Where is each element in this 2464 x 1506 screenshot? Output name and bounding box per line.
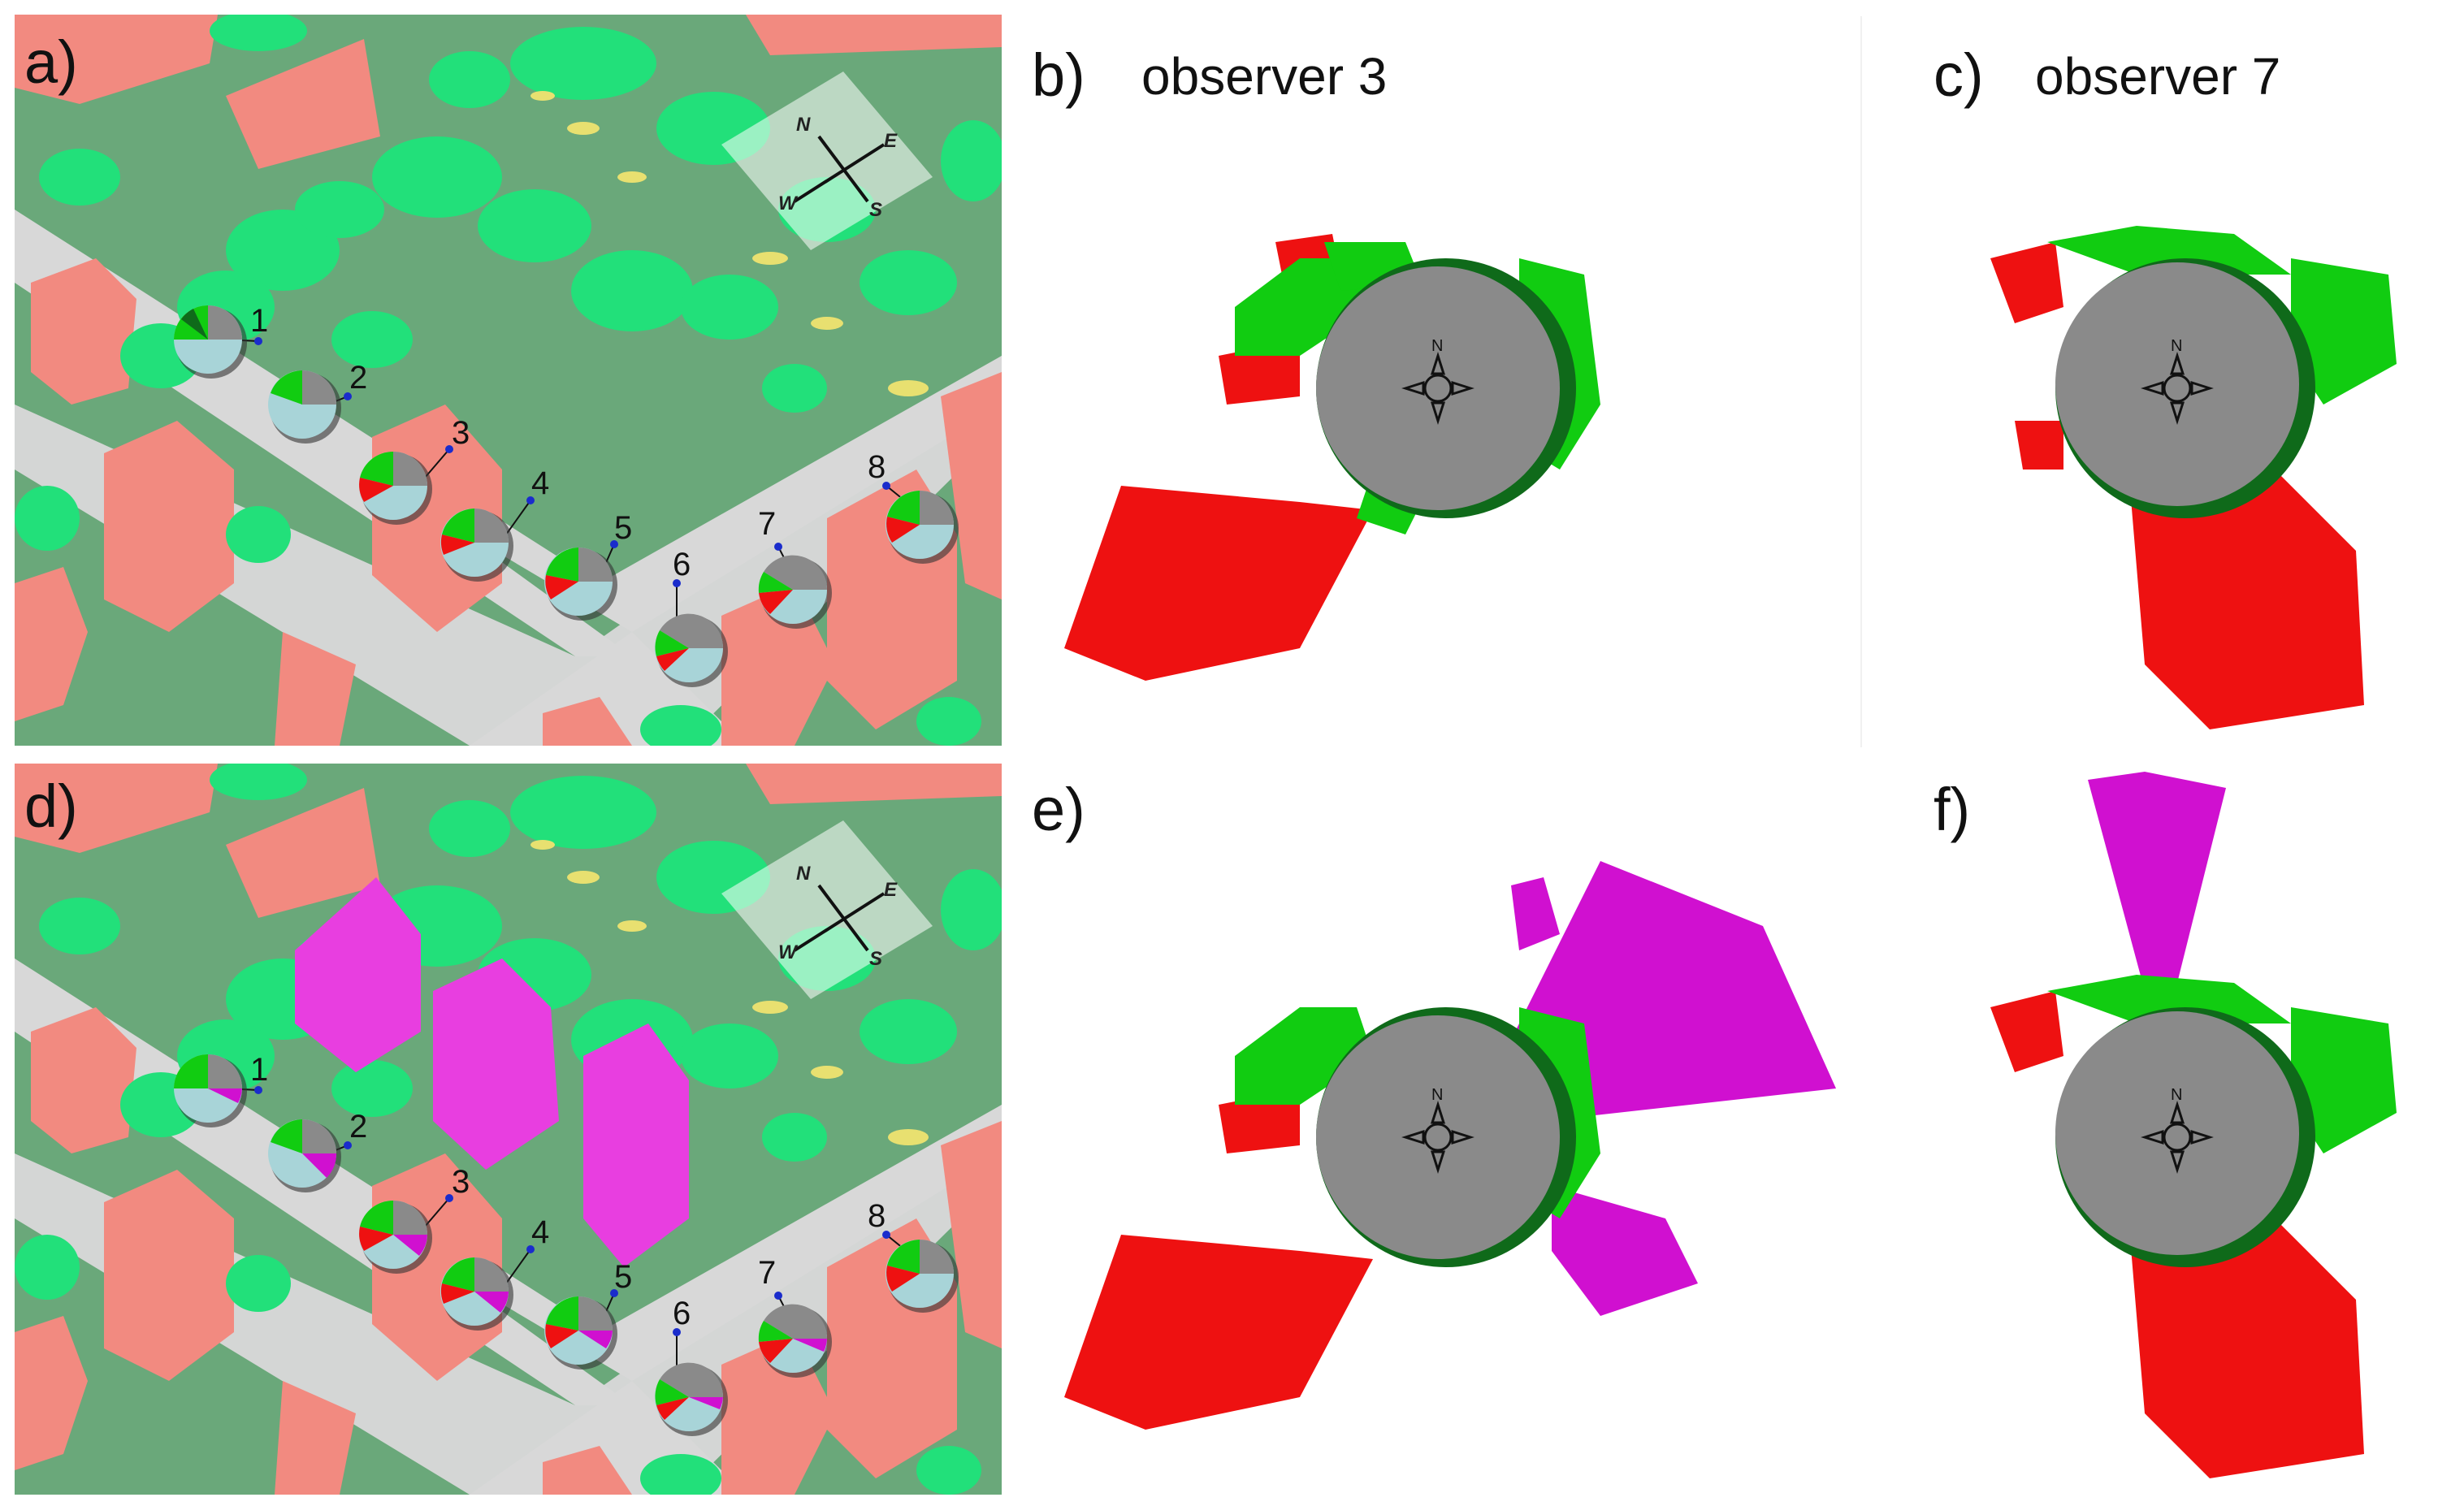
observer-markers-a — [174, 305, 959, 687]
viewshed-f-tree-shapes — [2047, 975, 2397, 1153]
viewshed-f-new-shape — [2088, 772, 2226, 991]
observer-pie-d-6 — [655, 1328, 728, 1436]
viewshed-sky — [1316, 266, 1560, 510]
observer-pie-d-4 — [440, 1245, 535, 1331]
observer-number-d-8: 8 — [868, 1198, 886, 1234]
viewshed-e-sky — [1316, 1015, 1560, 1259]
compass-e-label-d: E — [884, 879, 898, 901]
viewshed-c-graphic: N — [1990, 226, 2397, 729]
observer-number-6: 6 — [673, 547, 691, 582]
observer-number-d-6: 6 — [673, 1296, 691, 1331]
observer-number-d-4: 4 — [531, 1214, 549, 1250]
viewshed-panel-f: f) N — [1869, 764, 2449, 1495]
observer-pie-5 — [544, 540, 618, 621]
viewshed-c-sky — [2055, 262, 2299, 506]
observer-pie-6 — [655, 579, 728, 687]
observer-pie-d-7 — [758, 1292, 832, 1378]
observer-number-d-1: 1 — [250, 1052, 268, 1088]
north-arrow-icon-f — [2141, 1101, 2214, 1174]
observer-number-3: 3 — [452, 415, 470, 451]
panel-c-label: c) — [1934, 41, 1984, 109]
compass-w-label-d: W — [778, 941, 799, 963]
viewshed-c-tree-shapes — [2047, 226, 2397, 405]
observer-pie-8 — [882, 482, 959, 564]
north-arrow-icon-c — [2141, 352, 2214, 425]
viewshed-panel-b: b) observer 3 N — [1032, 15, 1860, 746]
observer-number-1: 1 — [250, 303, 268, 339]
observer-markers-d — [174, 1054, 959, 1436]
observer-number-d-5: 5 — [614, 1259, 632, 1295]
observer-number-7: 7 — [758, 506, 776, 542]
panel-d-label: d) — [24, 772, 78, 840]
observer-pie-d-3 — [359, 1194, 453, 1274]
new-building-1 — [295, 877, 421, 1072]
new-buildings — [295, 877, 689, 1267]
observer-number-d-7: 7 — [758, 1255, 776, 1291]
north-label-c: N — [2171, 337, 2182, 355]
panel-e-label: e) — [1032, 776, 1085, 843]
compass-w-label: W — [778, 193, 799, 214]
map-panel-d: N E S W — [15, 764, 1002, 1495]
panel-b-title: observer 3 — [1141, 47, 1388, 106]
panel-f-label: f) — [1934, 776, 1971, 843]
viewshed-f-building-shapes — [1990, 991, 2364, 1478]
map-panel-a: N E S W — [15, 15, 1002, 746]
observer-pie-d-1 — [174, 1054, 262, 1127]
viewshed-f-graphic: N — [1990, 772, 2397, 1478]
viewshed-c-building-shapes — [1990, 242, 2364, 729]
compass-rose-icon: N E S W — [778, 114, 898, 221]
new-building-3 — [583, 1023, 689, 1267]
map-d-graphic: N E S W — [15, 764, 1002, 1495]
viewshed-b-graphic: N — [1064, 234, 1600, 681]
north-label-b: N — [1431, 337, 1443, 355]
viewshed-e-graphic: N — [1064, 861, 1836, 1430]
panel-c-title: observer 7 — [2035, 47, 2281, 106]
observer-pie-d-5 — [544, 1289, 618, 1370]
panel-b-label: b) — [1032, 41, 1085, 109]
compass-s-label-d: S — [869, 948, 882, 970]
observer-pie-7 — [758, 543, 832, 629]
observer-pie-1 — [174, 305, 262, 379]
observer-number-d-3: 3 — [452, 1164, 470, 1200]
compass-n-label-d: N — [796, 863, 811, 885]
new-building-2 — [433, 959, 559, 1170]
observer-number-d-2: 2 — [349, 1109, 367, 1145]
observer-pie-2 — [268, 370, 352, 444]
north-label-f: N — [2171, 1086, 2182, 1104]
north-label-e: N — [1431, 1086, 1443, 1104]
compass-n-label: N — [796, 114, 811, 136]
compass-e-label: E — [884, 130, 898, 152]
observer-pie-d-8 — [882, 1231, 959, 1313]
observer-pie-3 — [359, 445, 453, 525]
panel-divider — [1860, 16, 1862, 747]
compass-s-label: S — [869, 199, 882, 221]
panel-a-label: a) — [24, 28, 78, 96]
map-a-graphic: N E S W — [15, 15, 1002, 746]
observer-number-2: 2 — [349, 360, 367, 396]
observer-number-4: 4 — [531, 465, 549, 501]
viewshed-panel-c: c) observer 7 N — [1869, 15, 2449, 746]
observer-pie-d-2 — [268, 1119, 352, 1192]
compass-rose-icon-d: N E S W — [778, 863, 898, 970]
viewshed-panel-e: e) N — [1032, 764, 1860, 1495]
observer-number-8: 8 — [868, 449, 886, 485]
observer-number-5: 5 — [614, 510, 632, 546]
viewshed-f-sky — [2055, 1011, 2299, 1255]
north-arrow-icon-e — [1401, 1101, 1475, 1174]
observer-pie-4 — [440, 496, 535, 582]
north-arrow-icon — [1401, 352, 1475, 425]
